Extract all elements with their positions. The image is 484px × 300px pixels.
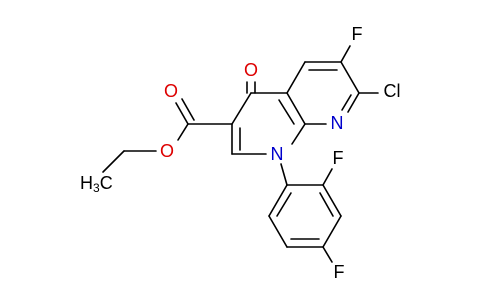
bond-c4a-c8a-inner (278, 99, 295, 125)
bond-carbonylc-o-double-a (175, 102, 189, 125)
bond-c7-n8 (347, 92, 360, 113)
bond-ch3-ch2 (102, 150, 125, 173)
atom-label-f-ortho: F (333, 148, 344, 168)
bond-ph2-ph3-inner (319, 192, 334, 217)
atom-label-ester-carbonyl-o: O (164, 81, 178, 101)
bond-ph2-ph3 (322, 184, 342, 217)
bond-ph3-ph4 (322, 215, 342, 248)
bond-ph5-ph6 (268, 215, 288, 248)
atom-label-cl: Cl (384, 81, 401, 101)
bond-c4a-c8a (286, 92, 306, 125)
atom-label-ester-o: O (160, 141, 174, 161)
bond-c3-c4 (231, 92, 252, 125)
atom-label-f-c6: F (352, 24, 363, 44)
bond-set (102, 45, 379, 263)
bond-c8a-n1 (291, 123, 306, 145)
bond-c4a-c5 (286, 61, 306, 94)
bond-o-carbonylc (177, 123, 189, 141)
atom-label-ch3: H3C (80, 173, 113, 195)
atom-label-n1: N (271, 144, 284, 164)
bond-ph4-f (322, 246, 333, 263)
bond-ph6-ph1 (268, 184, 288, 217)
bond-ph2-f (322, 168, 333, 186)
bond-c6-c7 (340, 61, 360, 94)
atom-label-n8: N (331, 113, 344, 133)
bond-n1-phenyl (280, 163, 288, 186)
bond-c6-f (340, 45, 351, 63)
bond-ph6-ph1-inner (276, 192, 292, 217)
atom-label-f-para: F (334, 262, 345, 282)
atom-label-ketone-o: O (244, 60, 258, 80)
bond-carbonylc-o-double-b (181, 98, 195, 121)
bond-c7-n8-inner (341, 94, 352, 111)
atom-labels: H3C O O O N N F Cl F F (80, 24, 401, 282)
